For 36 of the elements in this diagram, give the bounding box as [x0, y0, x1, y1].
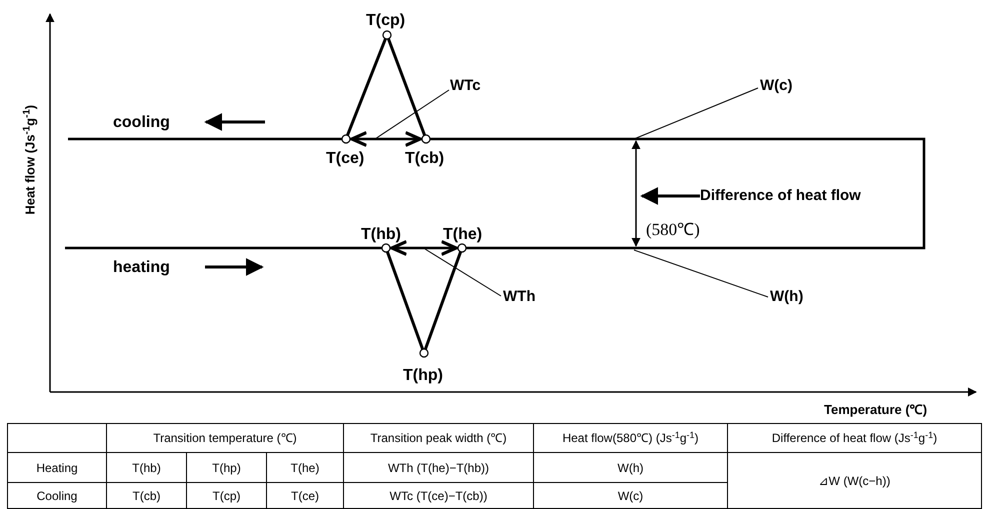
arrow: [640, 187, 700, 205]
table-cell: T(hb): [106, 452, 186, 482]
point-label: T(hp): [403, 366, 443, 386]
table-cell: T(cp): [186, 482, 266, 508]
table-cell: Cooling: [8, 482, 106, 508]
table-cell: Heat flow(580℃) (Js$^{-1}$g$^{-1}$): [534, 424, 728, 452]
point-label: T(cp): [366, 11, 406, 31]
table-cell: Heating: [8, 452, 106, 482]
callout-label: W(h): [770, 287, 804, 307]
table-cell: Difference of heat flow (Js$^{-1}$g$^{-1}$): [728, 424, 982, 452]
table-cell: Transition temperature (℃): [106, 424, 344, 452]
leader-line: [424, 248, 502, 296]
callout-label: Difference of heat flow: [700, 186, 861, 206]
table-cell: T(he): [266, 452, 344, 482]
axis-title: Temperature (℃): [824, 401, 928, 419]
table-cell: Transition peak width (℃): [344, 424, 534, 452]
point-label: T(hb): [361, 225, 401, 245]
table-cell: W(h): [534, 452, 728, 482]
table-cell: T(cb): [106, 482, 186, 508]
table-cell: WTh (T(he)−T(hb)): [344, 452, 534, 482]
temperature-label: (580℃): [646, 219, 700, 241]
point-label: T(cb): [405, 149, 444, 169]
leader-line: [634, 250, 768, 298]
point-label: T(he): [443, 225, 482, 245]
leader-line: [634, 88, 758, 140]
curve-label: cooling: [113, 113, 170, 133]
callout-label: W(c): [760, 76, 792, 96]
table-cell: ⊿W (W(c−h)): [728, 452, 982, 508]
leader-line: [374, 90, 450, 140]
table-cell: T(hp): [186, 452, 266, 482]
callout-label: WTc: [450, 76, 481, 96]
curve-label: heating: [113, 258, 170, 278]
table-cell: T(ce): [266, 482, 344, 508]
point-label: T(ce): [326, 149, 364, 169]
table-cell: WTc (T(ce)−T(cb)): [344, 482, 534, 508]
callout-label: WTh: [503, 287, 536, 307]
